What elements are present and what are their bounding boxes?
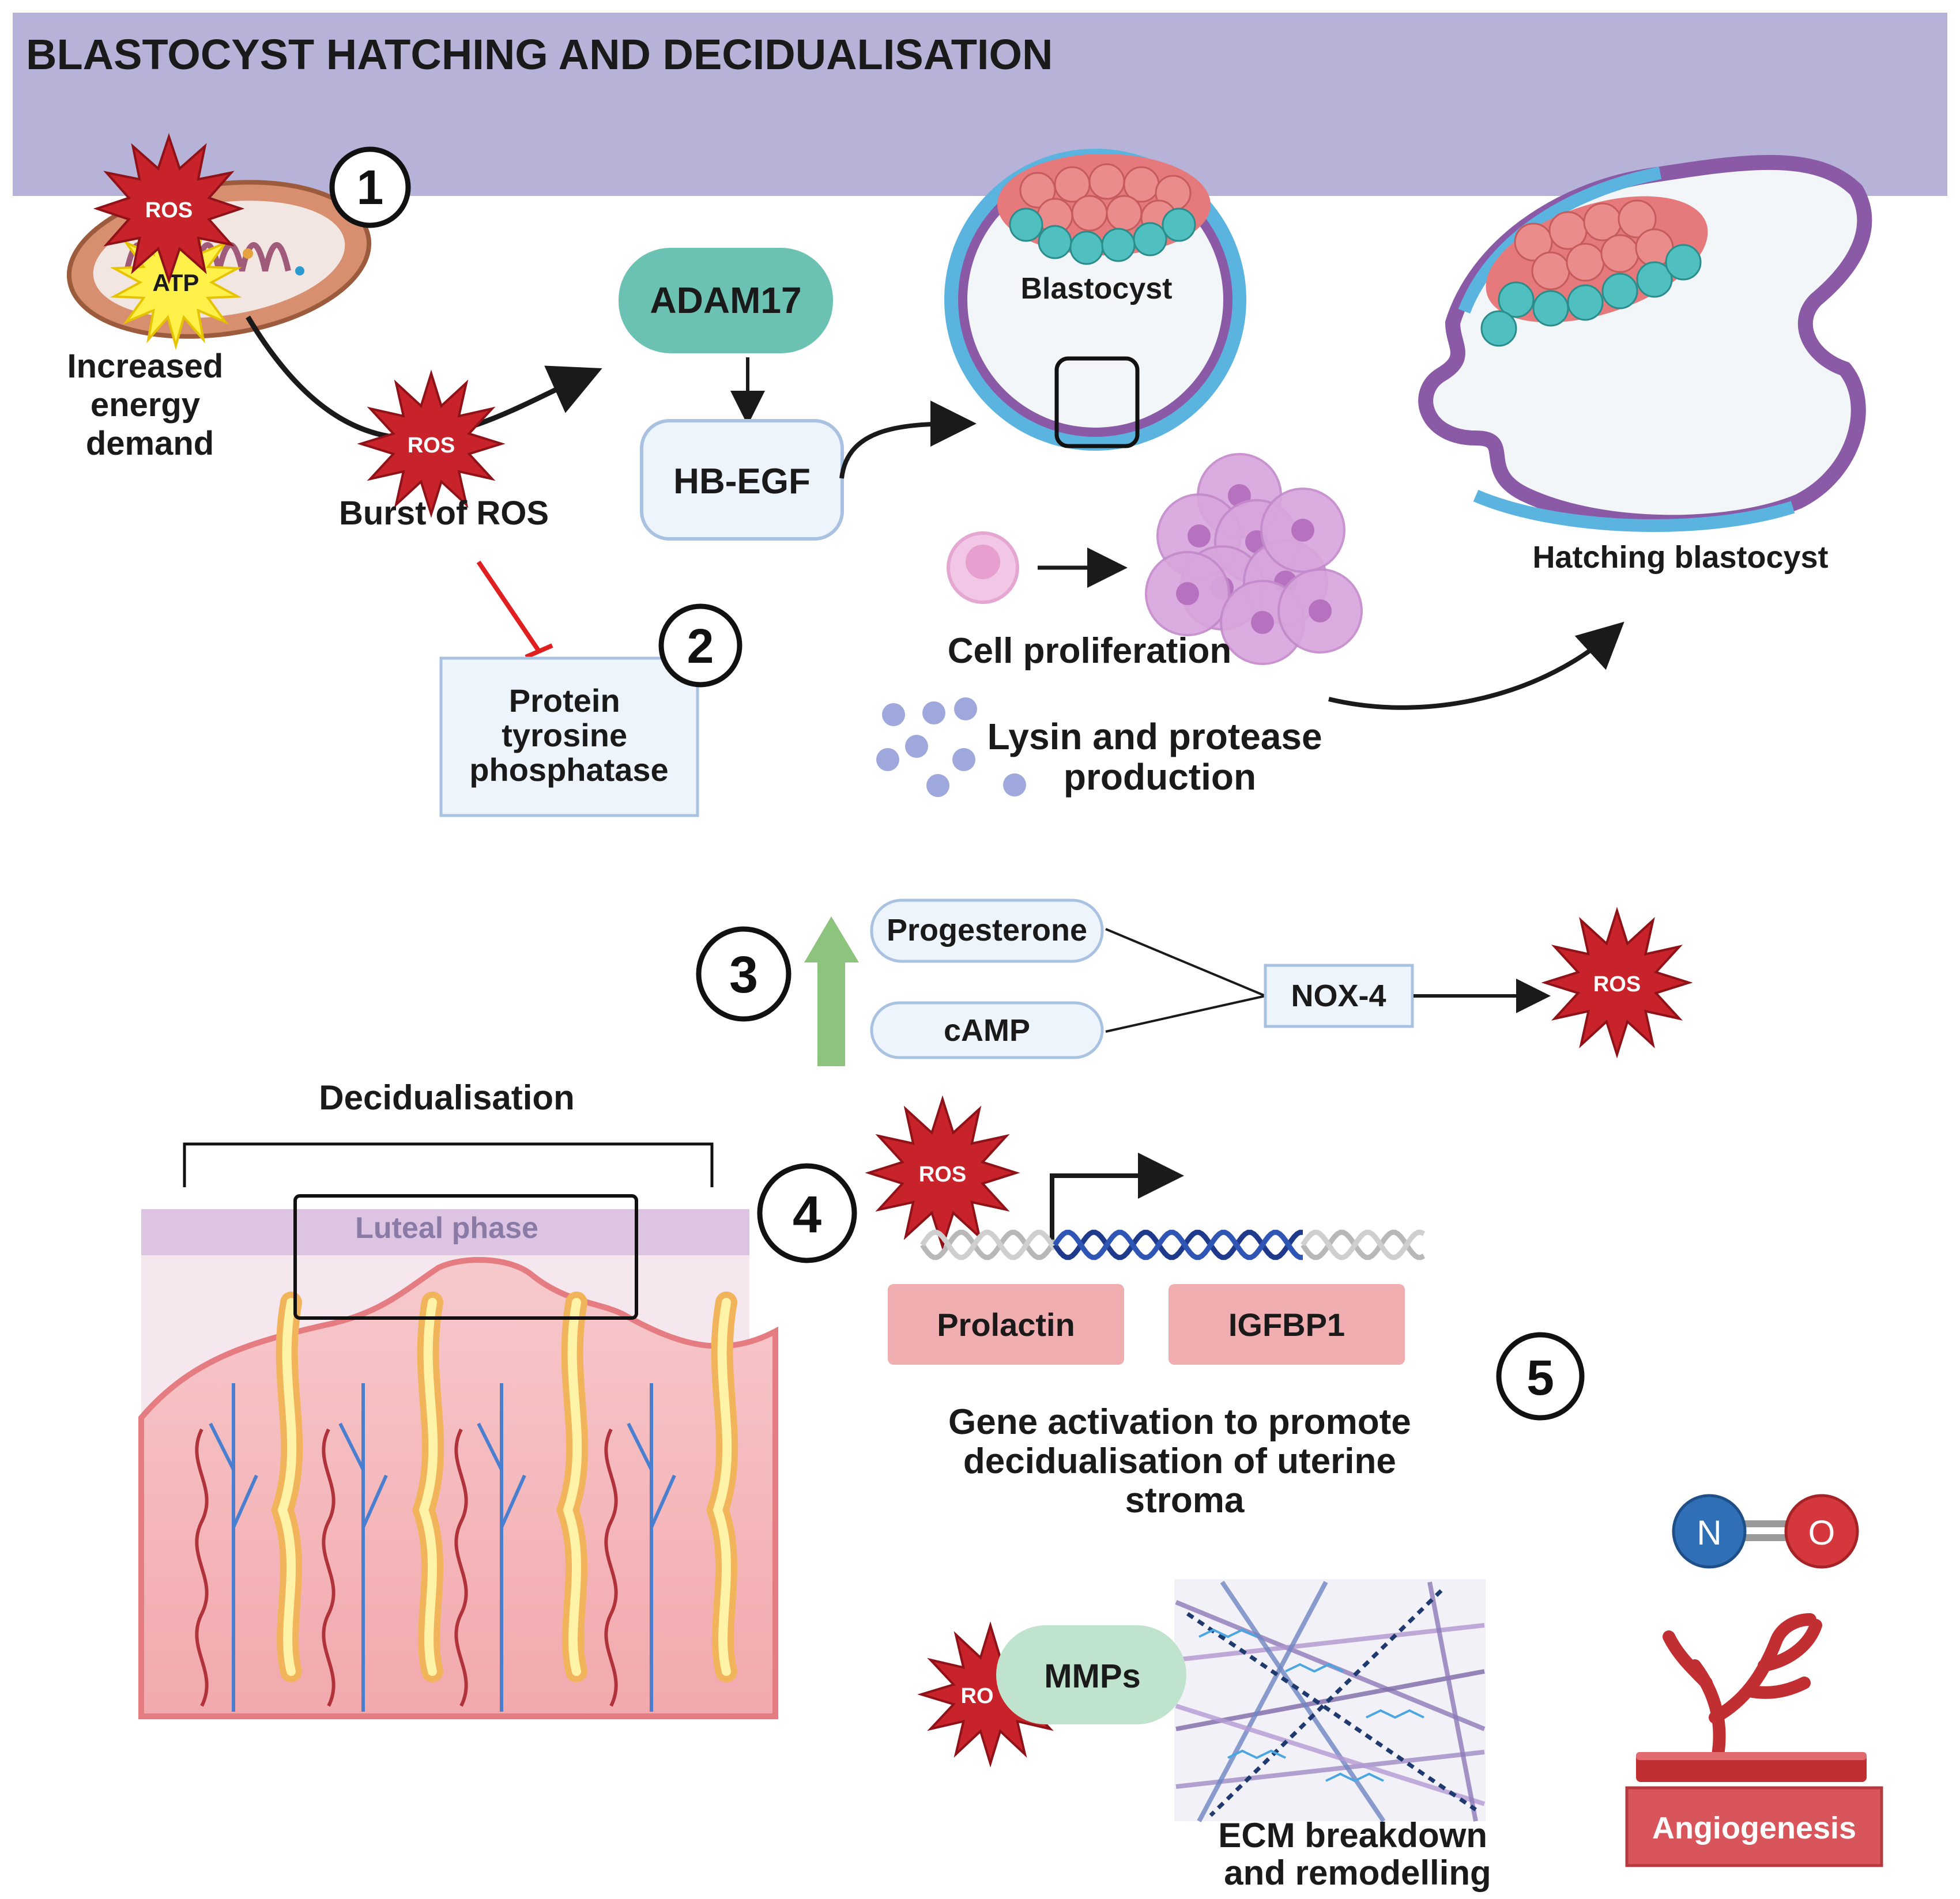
step-4-badge: 4	[757, 1163, 857, 1263]
ros-star-icon-3: ROS	[1541, 907, 1693, 1059]
nitric-oxide-molecule-icon: N O	[1672, 1494, 1859, 1569]
adam17-box: ADAM17	[619, 248, 833, 353]
arrow-hbegf-blastocyst	[839, 401, 977, 479]
increased-energy-label: Increased energy demand	[67, 348, 233, 462]
step-2-badge: 2	[658, 603, 742, 688]
uterine-tissue-illustration	[138, 1194, 778, 1719]
blastocyst-illustration	[944, 149, 1246, 451]
blood-vessel-icon	[1636, 1613, 1867, 1782]
cell-cluster-icon	[1145, 453, 1363, 665]
step-3-badge: 3	[696, 926, 791, 1022]
ros-partial-label: RO	[961, 1684, 994, 1708]
header-band	[13, 13, 1947, 196]
hatching-blastocyst-illustration	[1418, 154, 1872, 532]
prolactin-box: Prolactin	[888, 1284, 1124, 1365]
nitrogen-label: N	[1697, 1513, 1721, 1552]
cell-proliferation-label: Cell proliferation	[948, 631, 1232, 671]
lysin-particles-icon	[876, 697, 1026, 797]
ecm-fibers-illustration	[1174, 1579, 1486, 1823]
progesterone-label: Progesterone	[887, 913, 1087, 947]
adam17-label: ADAM17	[650, 280, 801, 321]
ros-label: ROS	[1593, 972, 1641, 996]
step-3-number: 3	[729, 946, 758, 1004]
connector-camp	[1105, 995, 1266, 1033]
decidualisation-label: Decidualisation	[319, 1078, 574, 1117]
inhibition-bar	[525, 643, 553, 659]
ros-star-icon-4: ROS	[865, 1095, 1020, 1251]
lysin-protease-label: Lysin and protease production	[987, 716, 1333, 798]
single-cell-icon	[947, 531, 1019, 604]
camp-label: cAMP	[944, 1013, 1030, 1048]
step-5-badge: 5	[1496, 1332, 1585, 1421]
dna-helix-icon	[920, 1229, 1426, 1260]
step-4-number: 4	[793, 1186, 821, 1244]
transcription-arrow	[1050, 1153, 1184, 1242]
increase-arrow-icon	[804, 916, 859, 1066]
step-1-number: 1	[357, 160, 384, 214]
step-1-badge: 1	[329, 146, 411, 228]
protein-tyrosine-box: Protein tyrosine phosphatase	[439, 656, 699, 817]
arrow-to-hatching	[1328, 621, 1624, 710]
hbegf-label: HB-EGF	[673, 462, 811, 501]
connector-progesterone	[1105, 928, 1266, 997]
oxygen-label: O	[1808, 1513, 1835, 1552]
nox4-label: NOX-4	[1291, 979, 1386, 1013]
decidualisation-bracket	[183, 1142, 714, 1187]
hatching-blastocyst-label: Hatching blastocyst	[1532, 540, 1828, 575]
step-5-number: 5	[1526, 1350, 1554, 1406]
burst-of-ros-label: Burst of ROS	[339, 494, 549, 532]
nox4-box: NOX-4	[1264, 964, 1414, 1028]
diagram-title: BLASTOCYST HATCHING AND DECIDUALISATION	[26, 31, 1053, 78]
ros-label: ROS	[145, 198, 193, 222]
inhibition-line	[476, 560, 541, 653]
hbegf-box: HB-EGF	[640, 419, 844, 541]
gene-activation-label: Gene activation to promote decidualisati…	[948, 1402, 1421, 1520]
mmps-label: MMPs	[1044, 1658, 1141, 1695]
luteal-phase-label: Luteal phase	[355, 1211, 538, 1245]
progesterone-box: Progesterone	[870, 898, 1104, 963]
ecm-label: ECM breakdown and remodelling	[1218, 1816, 1497, 1892]
ros-label: ROS	[919, 1162, 966, 1187]
angiogenesis-box: Angiogenesis	[1625, 1786, 1883, 1867]
ros-label: ROS	[408, 433, 455, 458]
igfbp1-box: IGFBP1	[1169, 1284, 1405, 1365]
prolactin-label: Prolactin	[937, 1307, 1075, 1343]
angiogenesis-label: Angiogenesis	[1652, 1811, 1856, 1845]
atp-label: ATP	[153, 269, 199, 296]
mmps-box: MMPs	[996, 1625, 1186, 1724]
ros-star-icon-1: ROS	[93, 133, 245, 285]
step-2-number: 2	[687, 619, 714, 673]
protein-tyrosine-label: Protein tyrosine phosphatase	[469, 682, 668, 788]
igfbp1-label: IGFBP1	[1228, 1307, 1345, 1343]
blastocyst-label: Blastocyst	[1021, 272, 1173, 305]
ros-star-icon-2: ROS	[357, 369, 506, 518]
camp-box: cAMP	[870, 1001, 1104, 1059]
